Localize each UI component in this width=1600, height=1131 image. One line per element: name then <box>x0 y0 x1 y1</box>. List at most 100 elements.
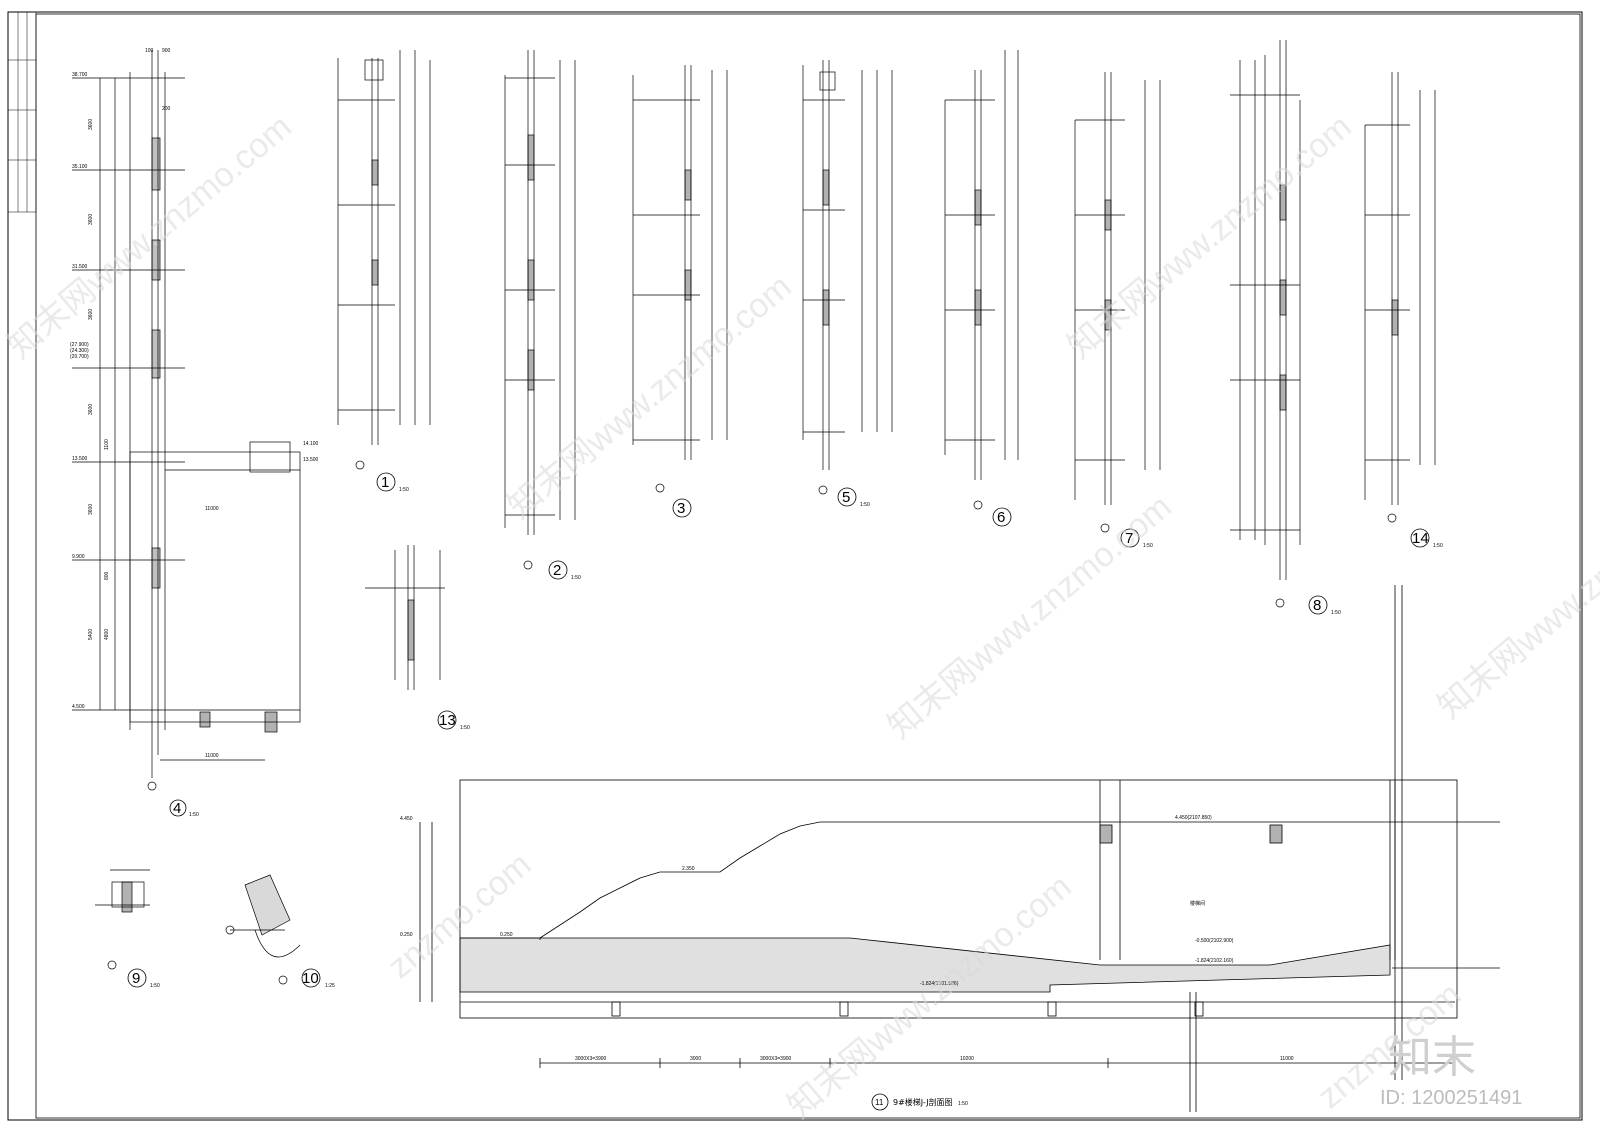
detail-14-elevation <box>1364 72 1436 523</box>
detail-number: 3 <box>677 500 685 517</box>
detail-1-marker: 1 1:50 <box>376 472 409 493</box>
detail-number: 10 <box>302 970 319 987</box>
dim-label: 3000X3=3900 <box>575 1056 607 1062</box>
level-label: (24.300) <box>70 348 89 354</box>
detail-scale: 1:50 <box>1143 543 1153 549</box>
outer-frame <box>7 11 1583 1121</box>
room-label: 楼梯间 <box>1190 900 1205 907</box>
detail-2-elevation <box>504 50 576 570</box>
detail-3-marker: 3 <box>672 498 692 518</box>
detail-scale: 1:50 <box>860 502 870 508</box>
inner-frame <box>35 13 1581 1119</box>
detail-number: 14 <box>1412 530 1429 547</box>
watermark: 知末网www.znzmo.com <box>1431 468 1600 727</box>
elevation-label: -0.500(2102.900) <box>1195 938 1234 944</box>
detail-9-section <box>95 869 150 970</box>
dim-label: 3000 <box>690 1056 701 1062</box>
detail-number: 1 <box>381 474 389 491</box>
level-label: 9.900 <box>72 554 85 560</box>
level-label: (27.900) <box>70 342 89 348</box>
detail-number: 11 <box>875 1098 884 1107</box>
detail-scale: 1:50 <box>150 983 160 989</box>
detail-number: 4 <box>173 800 181 817</box>
detail-scale: 1:50 <box>571 575 581 581</box>
dim-label: 900 <box>162 48 171 54</box>
level-label: (20.700) <box>70 354 89 360</box>
detail-scale: 1:50 <box>958 1101 968 1107</box>
detail-scale: 1:50 <box>460 725 470 731</box>
detail-4-elevation <box>72 50 301 791</box>
detail-3-elevation <box>632 65 728 493</box>
dim-label: 3600 <box>88 119 94 130</box>
elevation-label: -1.824(2102.160) <box>1195 958 1234 964</box>
detail-scale: 1:25 <box>325 983 335 989</box>
detail-number: 7 <box>1125 530 1133 547</box>
detail-10-section <box>225 874 301 985</box>
detail-scale: 1:50 <box>1331 610 1341 616</box>
detail-scale: 1:50 <box>1433 543 1443 549</box>
detail-number: 6 <box>997 509 1005 526</box>
title-strip <box>7 11 37 213</box>
detail-1-elevation <box>337 50 431 470</box>
detail-5-marker: 5 1:50 <box>837 487 870 508</box>
detail-6-elevation <box>944 50 1019 510</box>
jj-section-title: 11 9#楼梯J-J剖面图 1:50 <box>871 1093 968 1111</box>
elevation-label: 0.250 <box>500 932 513 938</box>
level-label: 38.700 <box>72 72 88 78</box>
level-label: 35.100 <box>72 164 88 170</box>
detail-number: 2 <box>553 562 561 579</box>
id-label: ID: 1200251491 <box>1380 1087 1522 1109</box>
dim-label: 3600 <box>88 309 94 320</box>
detail-number: 9 <box>132 970 140 987</box>
dim-label: 11000 <box>1280 1056 1294 1062</box>
detail-10-marker: 10 1:25 <box>301 968 335 989</box>
dim-label: 11000 <box>205 506 219 512</box>
detail-4-marker: 4 1:50 <box>169 799 199 818</box>
dim-label: 3600 <box>88 404 94 415</box>
detail-14-marker: 14 1:50 <box>1410 528 1443 549</box>
dim-label: 4800 <box>104 629 110 640</box>
watermark: 知末网www.znzmo.com <box>1 108 299 367</box>
watermark: 知末网www.znzmo.com <box>1061 108 1359 367</box>
dim-label: 100 <box>145 48 154 54</box>
detail-7-elevation <box>1074 72 1161 533</box>
elevation-label: 4.450 <box>400 816 413 822</box>
dim-label: 5400 <box>88 629 94 640</box>
level-label: 14.100 <box>303 441 319 447</box>
elevation-label: 4.450(2107.850) <box>1175 815 1212 821</box>
detail-6-marker: 6 <box>992 507 1012 527</box>
dim-label: 1100 <box>104 439 110 450</box>
level-label: 13.500 <box>72 456 88 462</box>
detail-number: 13 <box>439 712 456 729</box>
detail-4-level-labels: 38.700 35.100 31.500 (27.900) (24.300) (… <box>70 48 319 759</box>
detail-5-elevation <box>802 60 893 495</box>
detail-scale: 1:50 <box>399 487 409 493</box>
detail-8-marker: 8 1:50 <box>1308 595 1341 616</box>
level-label: 4.500 <box>72 704 85 710</box>
dim-label: 3600 <box>88 214 94 225</box>
elevation-label: 0.250 <box>400 932 413 938</box>
detail-number: 8 <box>1313 597 1321 614</box>
dim-label: 11000 <box>205 753 219 759</box>
detail-9-marker: 9 1:50 <box>127 968 160 989</box>
detail-scale: 1:50 <box>189 812 199 818</box>
detail-2-marker: 2 1:50 <box>548 560 581 581</box>
dim-label: 200 <box>162 106 171 112</box>
jj-section <box>419 585 1500 1112</box>
dim-label: 3600 <box>88 504 94 515</box>
watermark: 知末网www.znzmo.com <box>881 488 1179 747</box>
watermark: 知末网www.znzmo.com <box>781 868 1079 1127</box>
dim-label: 3000X3=3900 <box>760 1056 792 1062</box>
jj-section-labels: 4.450 0.250 0.250 2.350 4.450(2107.850) … <box>400 815 1294 1062</box>
detail-7-marker: 7 1:50 <box>1120 528 1153 549</box>
detail-13-elevation <box>365 545 445 690</box>
level-label: 13.500 <box>303 457 319 463</box>
dim-label: 800 <box>104 571 110 580</box>
detail-13-marker: 13 1:50 <box>437 710 470 731</box>
brand-logo: 知末 <box>1388 1032 1476 1083</box>
elevation-label: -1.824(2101.586) <box>920 981 959 987</box>
detail-number: 5 <box>842 489 850 506</box>
elevation-label: 2.350 <box>682 866 695 872</box>
detail-8-elevation <box>1230 40 1301 608</box>
